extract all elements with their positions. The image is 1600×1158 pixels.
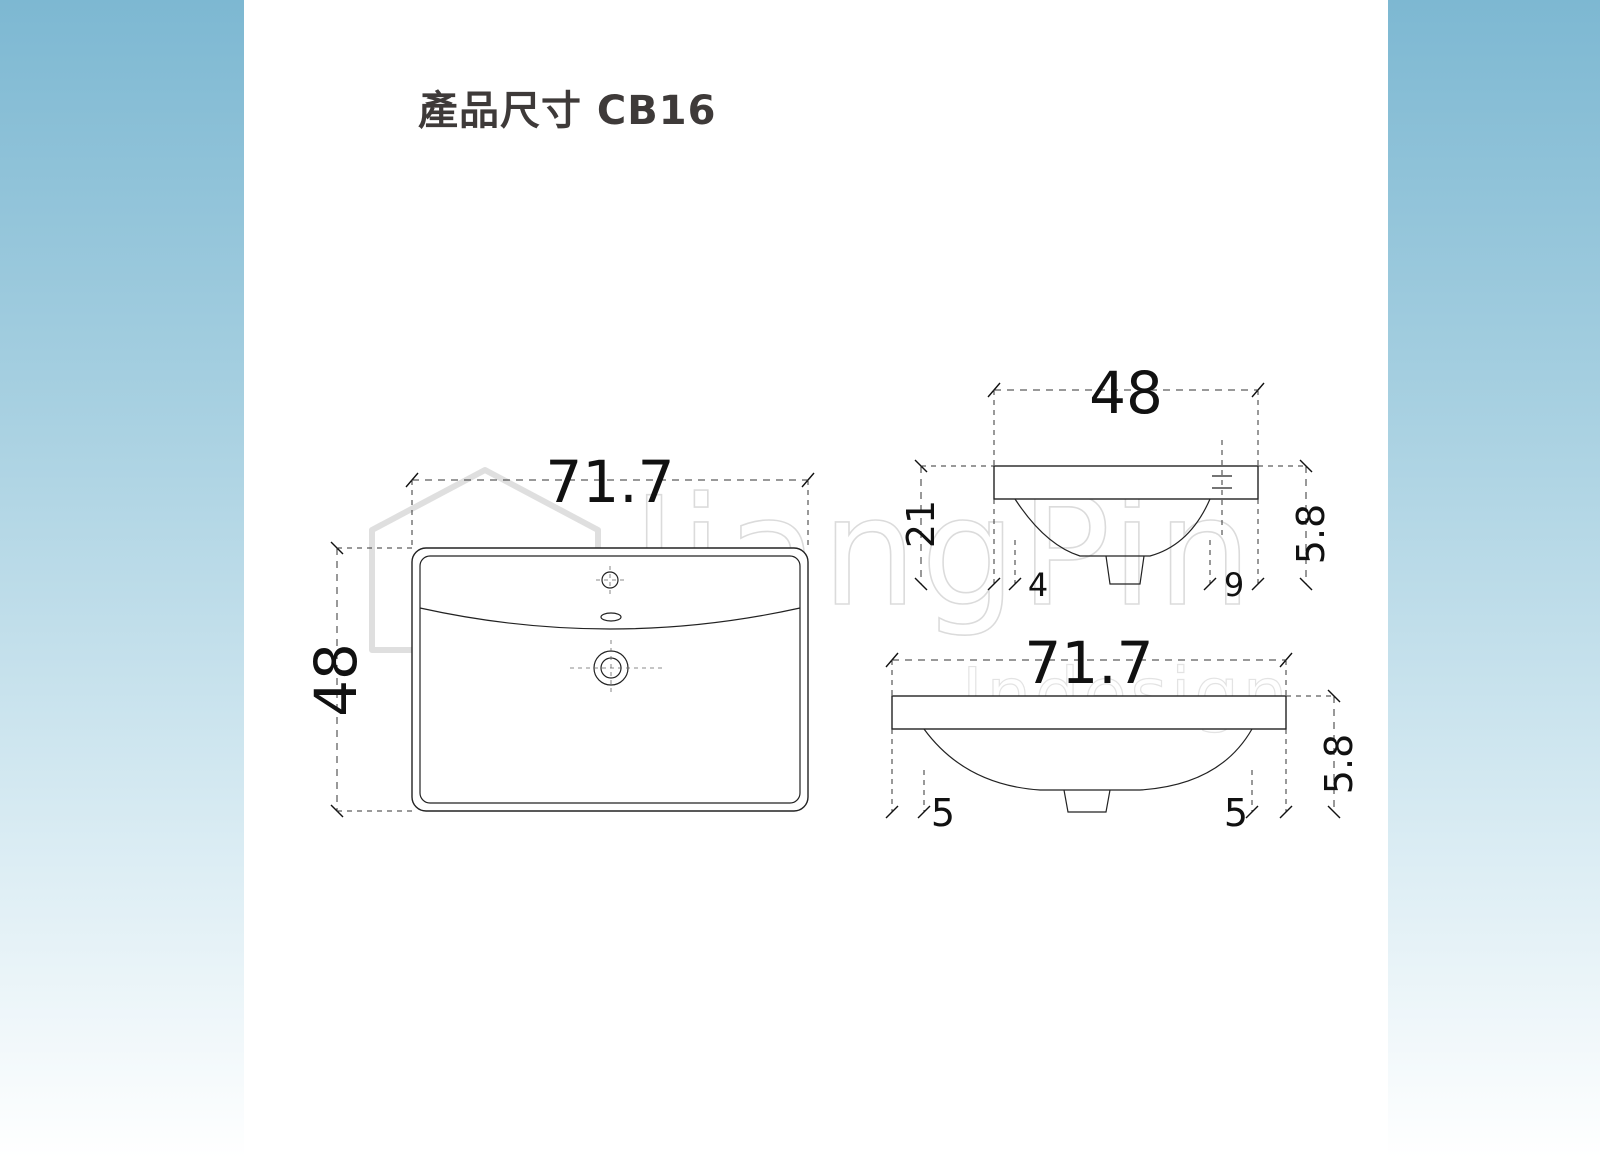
front-view: 71.7 5 5 5.8 bbox=[885, 629, 1361, 835]
top-width-label: 71.7 bbox=[545, 448, 674, 516]
right-gradient-band bbox=[1388, 0, 1600, 1158]
front-right-offset-label: 5 bbox=[1224, 791, 1248, 835]
tap-hole bbox=[596, 566, 624, 594]
front-rim bbox=[891, 695, 1287, 730]
drain-hole bbox=[570, 640, 662, 695]
front-drain-stub bbox=[1063, 789, 1111, 813]
left-gradient-band bbox=[0, 0, 244, 1158]
side-rim-label: 5.8 bbox=[1289, 504, 1333, 564]
page-title: 產品尺寸 CB16 bbox=[418, 88, 717, 134]
top-view: 71.7 48 bbox=[302, 448, 815, 818]
front-left-offset-label: 5 bbox=[931, 791, 955, 835]
front-rim-label: 5.8 bbox=[1317, 734, 1361, 794]
front-bowl bbox=[923, 728, 1253, 791]
side-rim bbox=[993, 465, 1259, 500]
side-drain-stub bbox=[1105, 555, 1145, 585]
side-front-offset-label: 4 bbox=[1028, 566, 1048, 604]
basin-front-edge bbox=[419, 607, 801, 630]
front-width-label: 71.7 bbox=[1024, 629, 1153, 697]
side-view: 48 21 4 9 5.8 bbox=[899, 359, 1333, 604]
basin-outline bbox=[411, 547, 809, 812]
overflow-slot bbox=[600, 612, 622, 622]
side-back-offset-label: 9 bbox=[1224, 566, 1244, 604]
side-height-label: 21 bbox=[899, 500, 943, 548]
top-depth-label: 48 bbox=[302, 643, 370, 717]
side-bowl bbox=[1014, 498, 1211, 557]
basin-inner-rim bbox=[419, 555, 801, 804]
side-depth-label: 48 bbox=[1089, 359, 1163, 427]
